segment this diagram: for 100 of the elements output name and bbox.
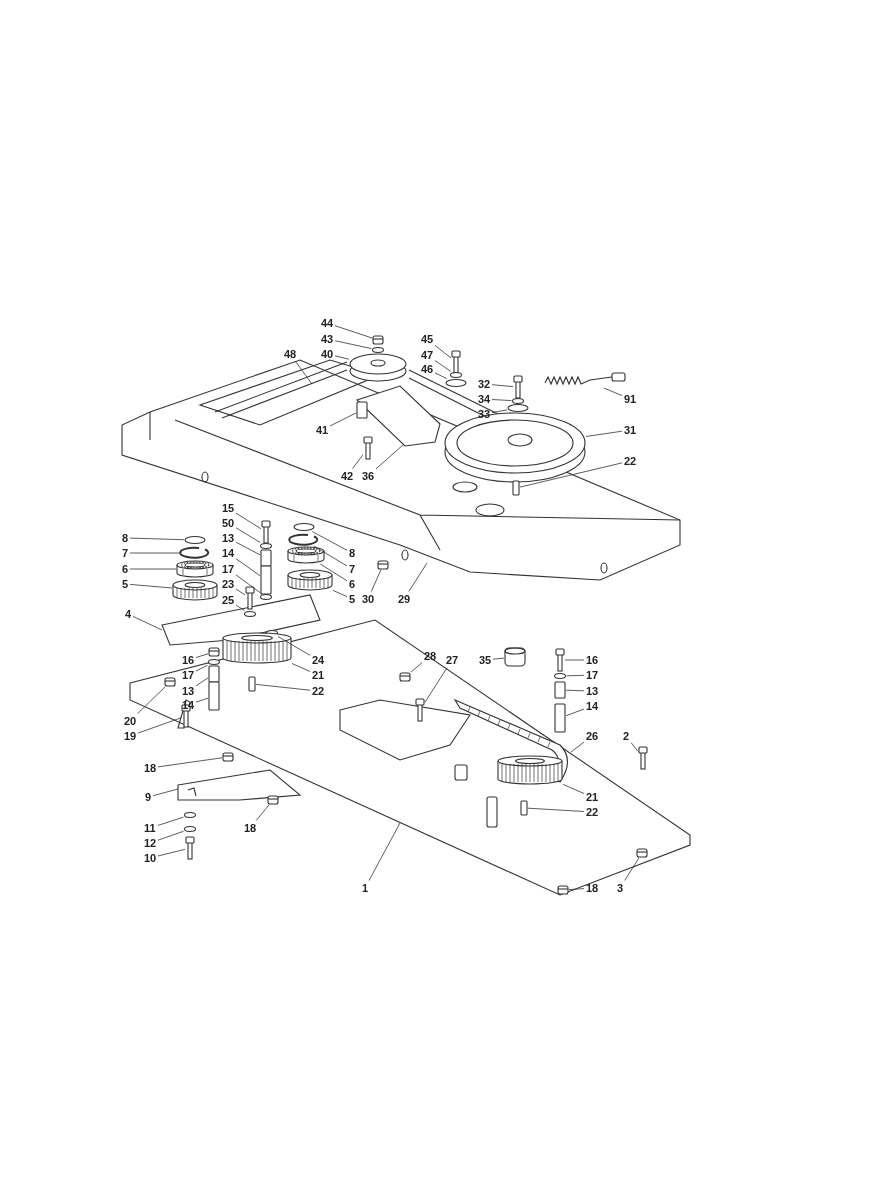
washer [183,811,197,819]
callout-number: 41 [316,423,329,437]
leader-line [195,664,208,672]
leader-line [568,888,585,890]
callout-number: 7 [122,546,129,560]
spacer-bush [260,565,272,595]
callout-number: 30 [362,592,375,606]
leader-line [129,584,173,589]
leader-line [235,588,246,596]
leader-line [137,686,166,714]
spacer-bush [554,681,566,699]
leader-line [195,677,209,687]
spacer-bush [554,703,566,733]
leader-line [157,848,186,857]
callout-number: 46 [421,362,434,376]
bolt [513,375,523,399]
leader-line [565,689,585,692]
toothed-pulley [222,632,292,664]
callout-number: 2 [623,729,630,743]
callout-number: 35 [479,653,492,667]
toothed-pulley [287,569,333,591]
leader-line [565,708,585,717]
callout-number: 13 [586,684,599,698]
v-pulley [444,412,586,483]
bolt [555,648,565,672]
washer [293,522,315,532]
nut [377,560,389,570]
callout-number: 32 [478,377,491,391]
callout-number: 13 [182,684,195,698]
washer [511,397,525,405]
callout-number: 11 [144,821,156,835]
leader-line [311,531,348,551]
callout-number: 16 [586,653,599,667]
callout-number: 17 [182,668,195,682]
leader-line [352,454,364,469]
callout-number: 6 [349,577,356,591]
v-pulley [349,353,407,382]
washer [183,825,197,833]
callout-number: 40 [321,347,334,361]
leader-line [424,667,448,703]
washer [259,542,273,550]
leader-line [334,340,372,349]
callout-number: 3 [617,881,624,895]
spacer-bush [260,549,272,567]
bolt [245,586,255,610]
leader-line [291,663,311,672]
callout-number: 9 [145,790,152,804]
bracket [177,769,302,801]
bolt [261,520,271,544]
toothed-pulley [172,579,218,601]
leader-line [570,741,585,753]
leader-line [129,568,177,570]
callout-number: 91 [624,392,637,406]
callout-number: 19 [124,729,137,743]
leader-line [334,325,373,339]
leader-line [630,742,639,752]
circlip [179,546,210,559]
callout-number: 7 [349,562,356,576]
leader-line [491,399,512,401]
leader-line [368,822,401,881]
callout-number: 18 [244,821,257,835]
callout-number: 17 [586,668,599,682]
bolt [451,350,461,374]
cap [504,647,526,667]
callout-number: 42 [341,469,354,483]
callout-number: 14 [586,699,599,713]
callout-number: 10 [144,851,157,865]
callout-number: 24 [312,653,325,667]
callout-number: 22 [586,805,599,819]
leader-line [195,697,209,703]
leader-line [408,562,428,592]
leader-line [295,361,313,385]
nut [267,795,279,805]
leader-line [410,662,423,673]
callout-number: 5 [122,577,129,591]
leader-line [519,462,623,488]
bolt [185,836,195,860]
bearing [287,546,325,564]
leader-line [235,541,261,556]
leader-line [157,757,223,768]
leader-line [235,512,262,530]
leader-line [370,569,382,592]
leader-line [313,545,348,567]
callout-number: 29 [398,592,411,606]
leader-line [492,657,505,660]
leader-line [434,344,452,359]
bolt [638,746,648,770]
callout-number: 5 [349,592,356,606]
washer [259,593,273,601]
leader-line [375,443,405,470]
callout-number: 13 [222,531,235,545]
leader-line [152,788,179,797]
washer [507,403,529,413]
leader-line [137,717,182,734]
callout-number: 36 [362,469,375,483]
callout-number: 1 [362,881,369,895]
leader-line [562,784,585,794]
leader-line [491,384,514,387]
leader-line [235,604,245,611]
callout-number: 16 [182,653,195,667]
